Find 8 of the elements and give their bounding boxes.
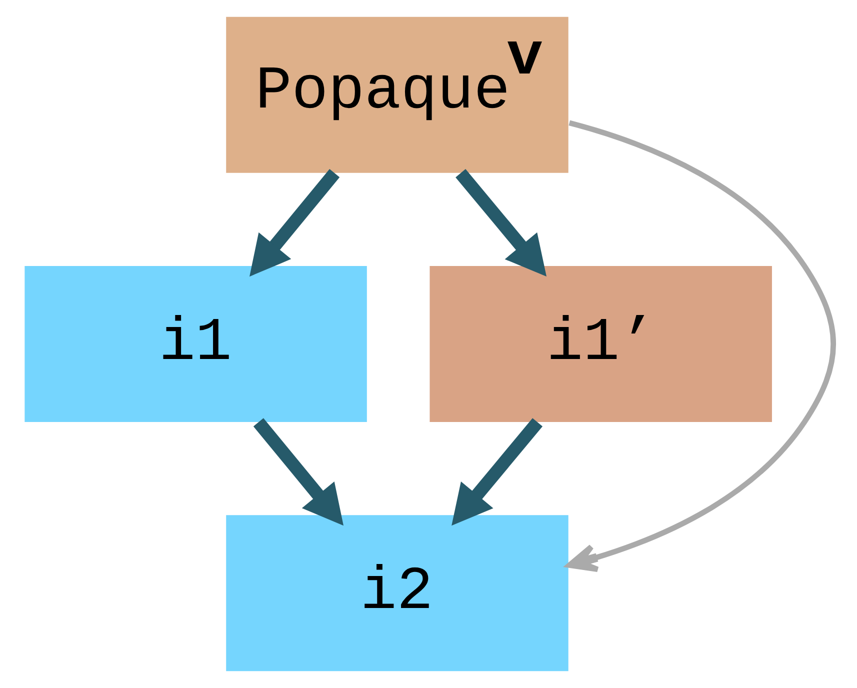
arrow (451, 418, 542, 526)
node-box: i2 (226, 515, 568, 672)
arrow (252, 418, 344, 526)
arrow (566, 120, 836, 572)
arrow (455, 169, 546, 277)
node-box: i1 (24, 266, 366, 422)
node-box: i1’ (429, 266, 772, 422)
arrow (249, 169, 340, 277)
